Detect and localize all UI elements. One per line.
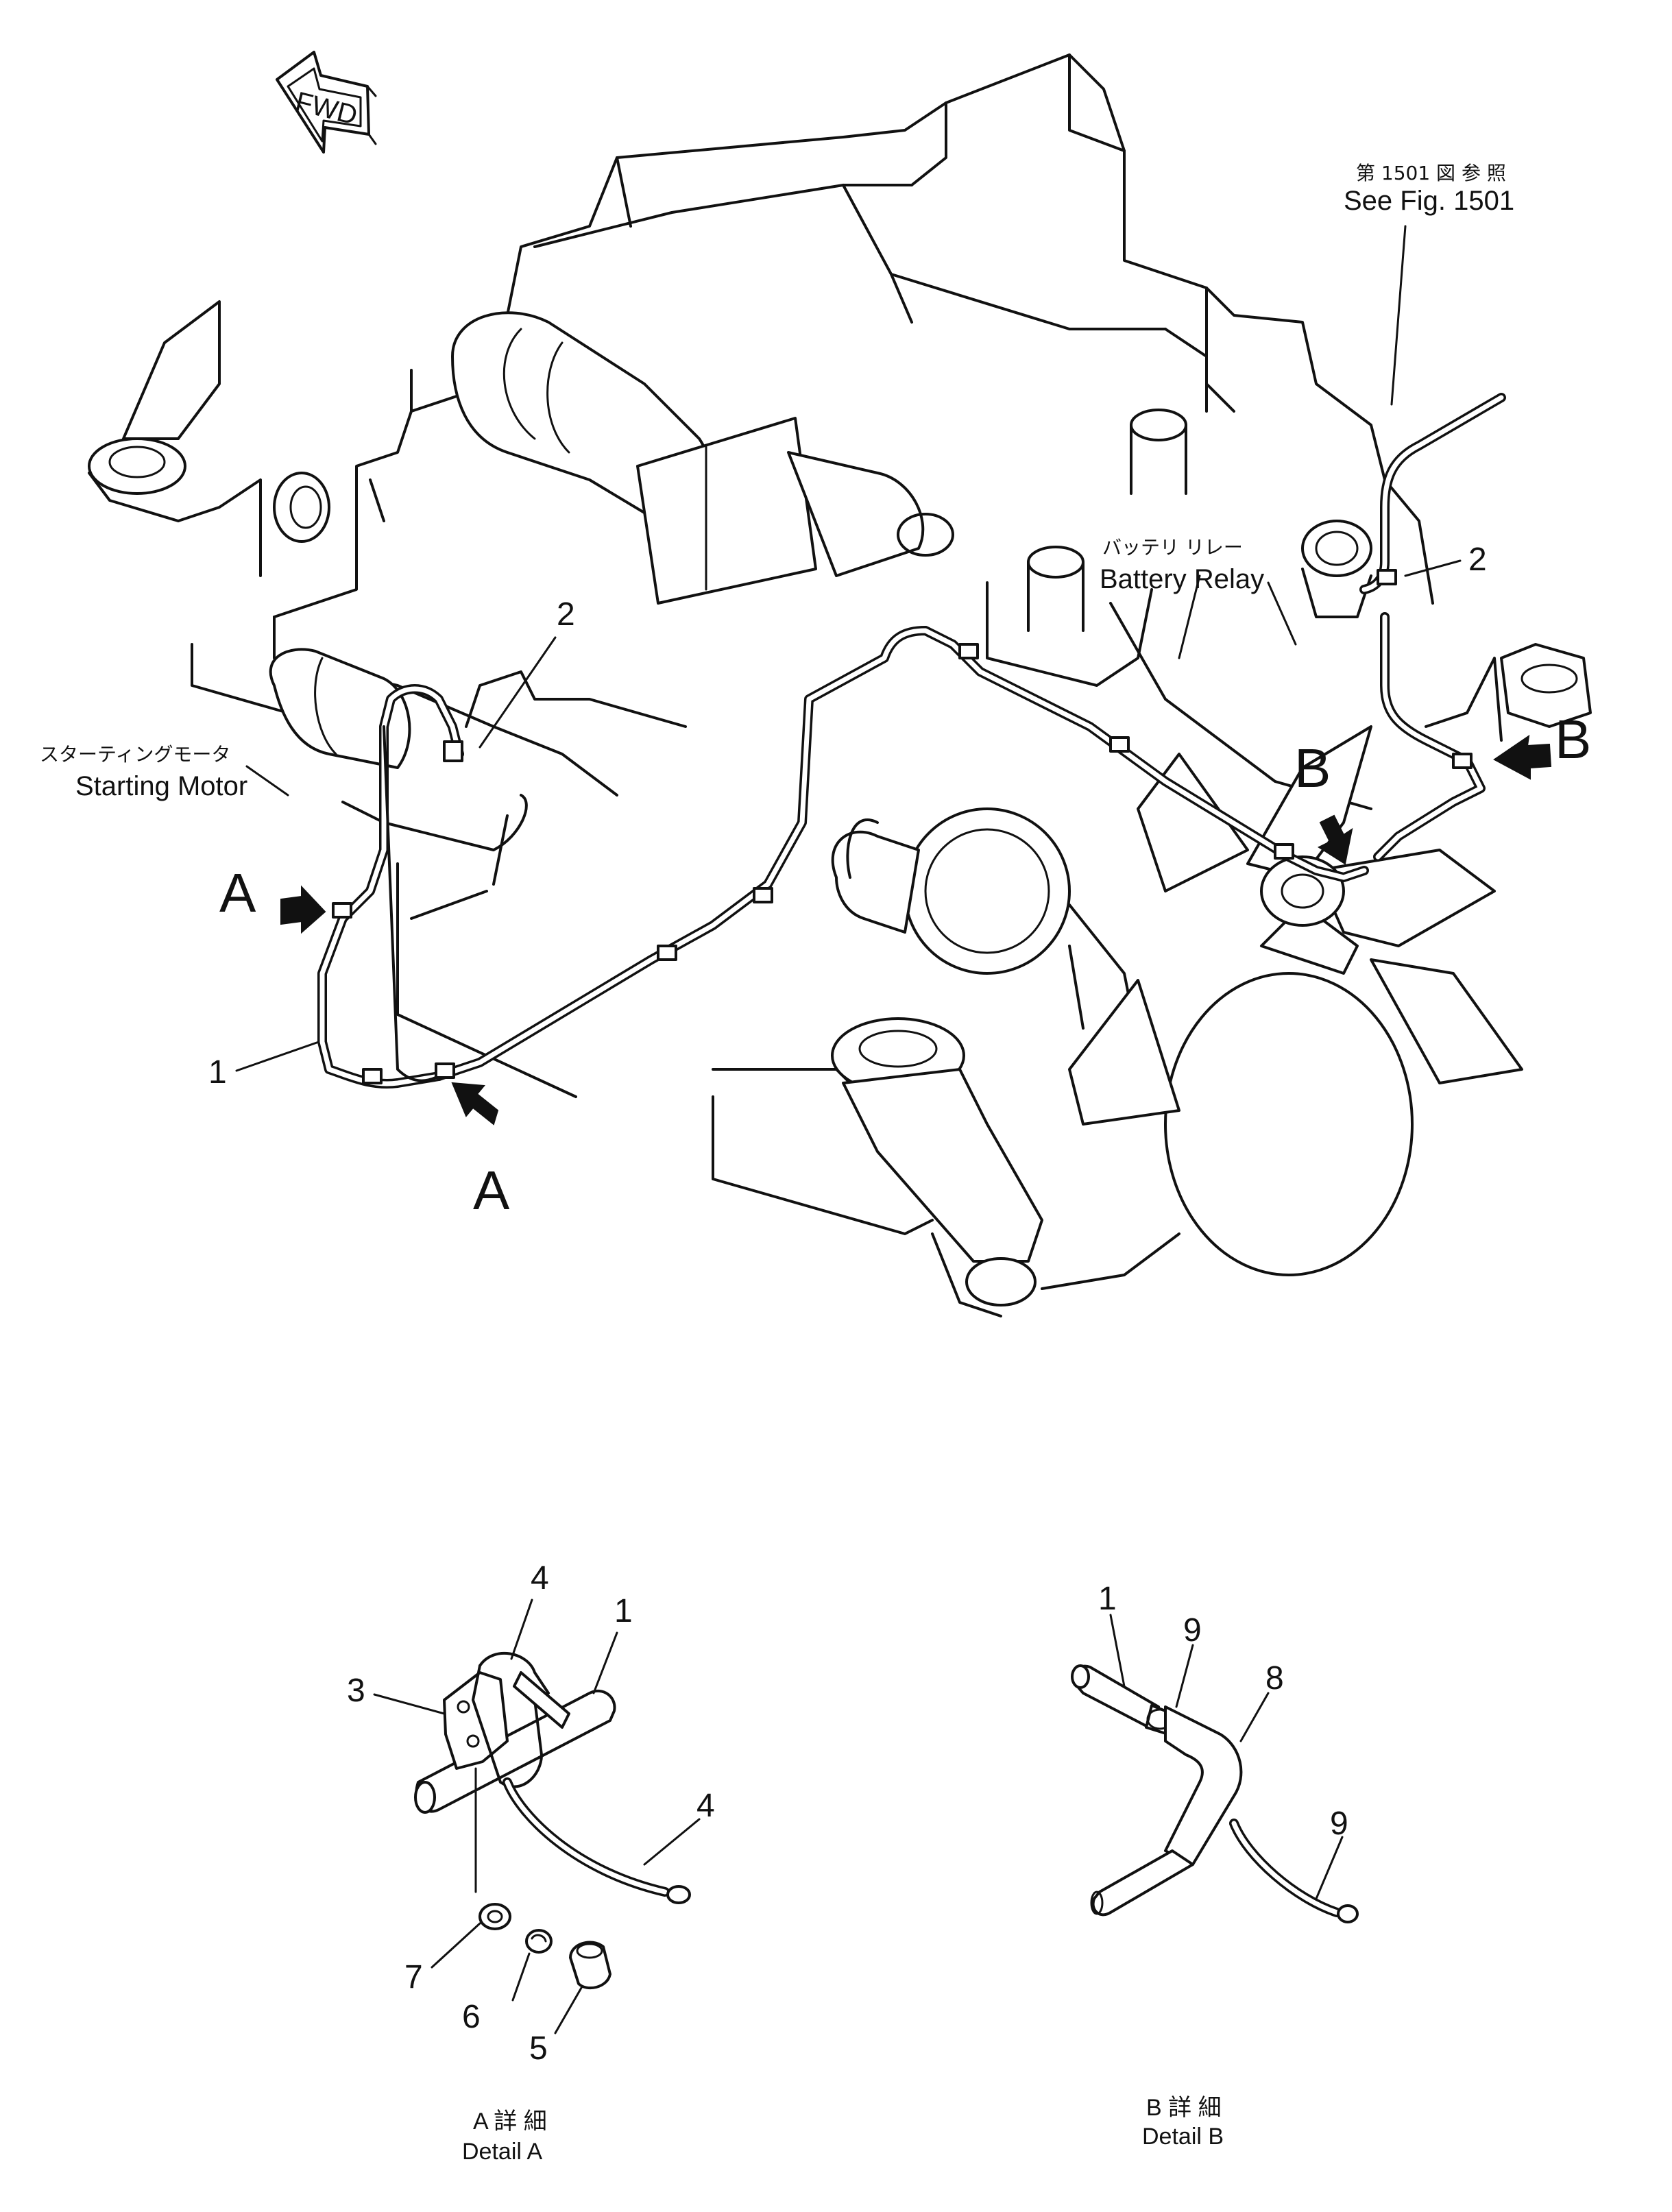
fwd-arrow-icon: FWD [276, 51, 377, 154]
detail-a-caption-en: Detail A [462, 2139, 542, 2165]
cooling-fan [1068, 657, 1523, 1276]
callout-1-detail-a: 1 [614, 1593, 633, 1629]
pipe-clamps [332, 569, 1473, 1084]
view-letter-b-lower: B [1294, 738, 1331, 799]
battery-relay-jp: バッテリ リレー [1102, 536, 1243, 559]
see-fig-en: See Fig. 1501 [1344, 186, 1514, 216]
view-arrow-a-upper-icon [280, 885, 326, 934]
callout-1-detail-b: 1 [1098, 1581, 1117, 1617]
view-arrow-b-lower-icon [1317, 814, 1353, 865]
detail-b-caption-en: Detail B [1142, 2124, 1224, 2150]
callout-6-detail-a: 6 [462, 1999, 481, 2035]
callout-4-detail-a-top: 4 [531, 1560, 549, 1596]
callout-7-detail-a: 7 [404, 1959, 423, 1995]
callout-9-detail-b-band: 9 [1330, 1806, 1348, 1842]
detail-b: 1 9 8 9 B 詳 細 Detail B [1071, 1581, 1359, 2150]
battery-relay-label: バッテリ リレー Battery Relay [1100, 536, 1264, 594]
view-letter-a-upper: A [219, 862, 256, 923]
callout-2-starter: 2 [557, 596, 575, 633]
see-fig-label: 第 1501 図 参 照 See Fig. 1501 [1344, 162, 1514, 216]
callout-2-relay: 2 [1468, 542, 1487, 578]
battery-relay [1301, 520, 1372, 618]
view-letter-b-right: B [1555, 709, 1591, 770]
detail-b-caption-jp: B 詳 細 [1146, 2095, 1222, 2121]
starting-motor-jp: スターティングモータ [40, 743, 230, 766]
see-fig-jp: 第 1501 図 参 照 [1356, 162, 1506, 184]
view-letters: A A B B [219, 709, 1591, 1221]
callout-8-detail-b: 8 [1265, 1660, 1284, 1697]
callout-4-detail-a-band: 4 [696, 1788, 715, 1824]
wiring-harness [317, 393, 1506, 1089]
view-arrow-a-lower-icon [451, 1082, 499, 1126]
starting-motor-label: スターティングモータ Starting Motor [40, 743, 247, 801]
starting-motor-en: Starting Motor [75, 771, 247, 801]
main-callouts: 1 2 2 [208, 542, 1487, 1091]
starting-motor [269, 648, 687, 920]
view-arrow-b-right-icon [1493, 734, 1552, 780]
view-letter-a-lower: A [473, 1160, 510, 1221]
engine-mount-right [1500, 643, 1592, 728]
engine-mount-front [831, 1017, 1043, 1306]
callout-5-detail-a: 5 [529, 2030, 548, 2067]
callout-1-main: 1 [208, 1054, 227, 1091]
battery-relay-en: Battery Relay [1100, 564, 1264, 594]
alternator [831, 807, 1139, 1043]
callout-9-detail-b-clamp: 9 [1183, 1612, 1202, 1649]
detail-a: 4 1 3 4 7 6 5 A 詳 細 Detail A [347, 1560, 715, 2165]
view-arrows [280, 734, 1552, 1126]
detail-a-caption-jp: A 詳 細 [473, 2108, 547, 2135]
intake-pipe [451, 311, 954, 605]
engine-mount-left [88, 300, 330, 714]
callout-3-detail-a: 3 [347, 1673, 365, 1709]
leader-lines [235, 225, 1462, 1072]
filler-caps [986, 409, 1187, 687]
